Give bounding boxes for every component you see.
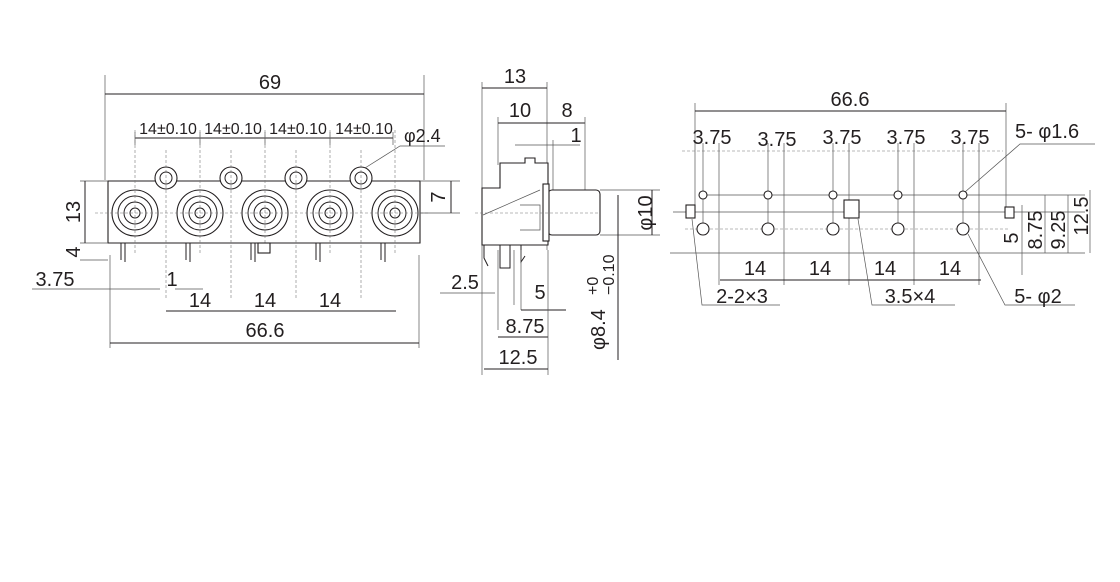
pcb-hole-small: [828, 190, 838, 200]
dim-v: 12.5: [1071, 197, 1093, 236]
dim-pitch-tol: 14±0.10: [139, 121, 197, 138]
dim-led-hole: φ2.4: [404, 126, 441, 146]
dim-pitch: 14: [939, 258, 961, 280]
dim-pitch: 14: [874, 258, 896, 280]
dim-pin-pitch: 14: [319, 290, 341, 312]
dim-pin-span: 66.6: [246, 320, 285, 342]
pcb-hole-large: [696, 222, 710, 236]
pcb-hole-small: [763, 190, 773, 200]
dim-offset: 3.75: [758, 129, 797, 151]
dim-flange: 1: [570, 125, 581, 147]
pcb-hole-small: [698, 190, 708, 200]
dim-center-height: 7: [428, 191, 450, 202]
dim-pin-5: 5: [534, 282, 545, 304]
dim-v: 8.75: [1025, 211, 1047, 250]
pcb-hole-small: [893, 190, 903, 200]
dim-v: 9.25: [1048, 211, 1070, 250]
pcb-hole-large: [761, 222, 775, 236]
dim-offset: 3.75: [951, 127, 990, 149]
slot-small: [685, 204, 696, 219]
slot-small: [1004, 206, 1015, 219]
label-small-holes: 5- φ1.6: [1015, 121, 1079, 143]
dim-overall-width: 69: [259, 72, 281, 94]
dim-jack-length: 8: [561, 100, 572, 122]
dim-jack-dia: φ10: [635, 195, 657, 230]
pin: [120, 243, 126, 262]
pin: [380, 243, 386, 262]
pin: [185, 243, 191, 262]
dim-pin-width: 1: [166, 269, 177, 291]
pin: [250, 243, 256, 262]
dim-pitch: 14: [809, 258, 831, 280]
pcb-hole-large: [956, 222, 970, 236]
slot-big: [843, 199, 860, 219]
dim-pitch-tol: 14±0.10: [269, 121, 327, 138]
dim-pin-8-75: 8.75: [506, 316, 545, 338]
dim-inner-dia: φ8.4: [588, 309, 610, 350]
side-body: [481, 157, 549, 246]
dim-depth: 13: [504, 66, 526, 88]
pcb-hole-large: [826, 222, 840, 236]
dim-inner-tol-lower: −0.10: [601, 254, 618, 295]
dim-pitch-tol: 14±0.10: [335, 121, 393, 138]
front-view: 69 14±0.10 14±0.10 14±0.10 14±0.10 φ2.4 …: [32, 72, 460, 348]
dim-offset: 3.75: [693, 127, 732, 149]
pcb-hole-large: [891, 222, 905, 236]
pin: [315, 243, 321, 262]
dim-pin-pitch: 14: [254, 290, 276, 312]
dim-pitch-tol: 14±0.10: [204, 121, 262, 138]
dim-pin-12-5: 12.5: [499, 347, 538, 369]
pcb-hole-small: [958, 190, 968, 200]
dim-height: 13: [63, 201, 85, 223]
label-slot-big: 3.5×4: [885, 286, 936, 308]
label-large-holes: 5- φ2: [1014, 286, 1061, 308]
dim-overall-width: 66.6: [831, 89, 870, 111]
label-slot-small: 2-2×3: [716, 286, 768, 308]
dim-pin-2-5: 2.5: [451, 272, 479, 294]
dim-pin-offset: 3.75: [36, 269, 75, 291]
dim-pin-pitch: 14: [189, 290, 211, 312]
side-view: 13 10 8 1 φ10 φ8.4 +0 −0.10 2.5 5 8.75 1…: [440, 66, 660, 375]
jack-cylinder: [547, 189, 601, 236]
pcb-layout: 66.6 3.75 3.75 3.75 3.75 3.75 5- φ1.6 14…: [670, 89, 1095, 308]
dim-pin-length: 4: [63, 246, 85, 257]
dim-body-depth: 10: [509, 100, 531, 122]
dim-v: 5: [1001, 232, 1023, 243]
dim-inner-tol-upper: +0: [585, 277, 602, 295]
dim-pitch: 14: [744, 258, 766, 280]
dim-offset: 3.75: [887, 127, 926, 149]
dim-offset: 3.75: [823, 127, 862, 149]
